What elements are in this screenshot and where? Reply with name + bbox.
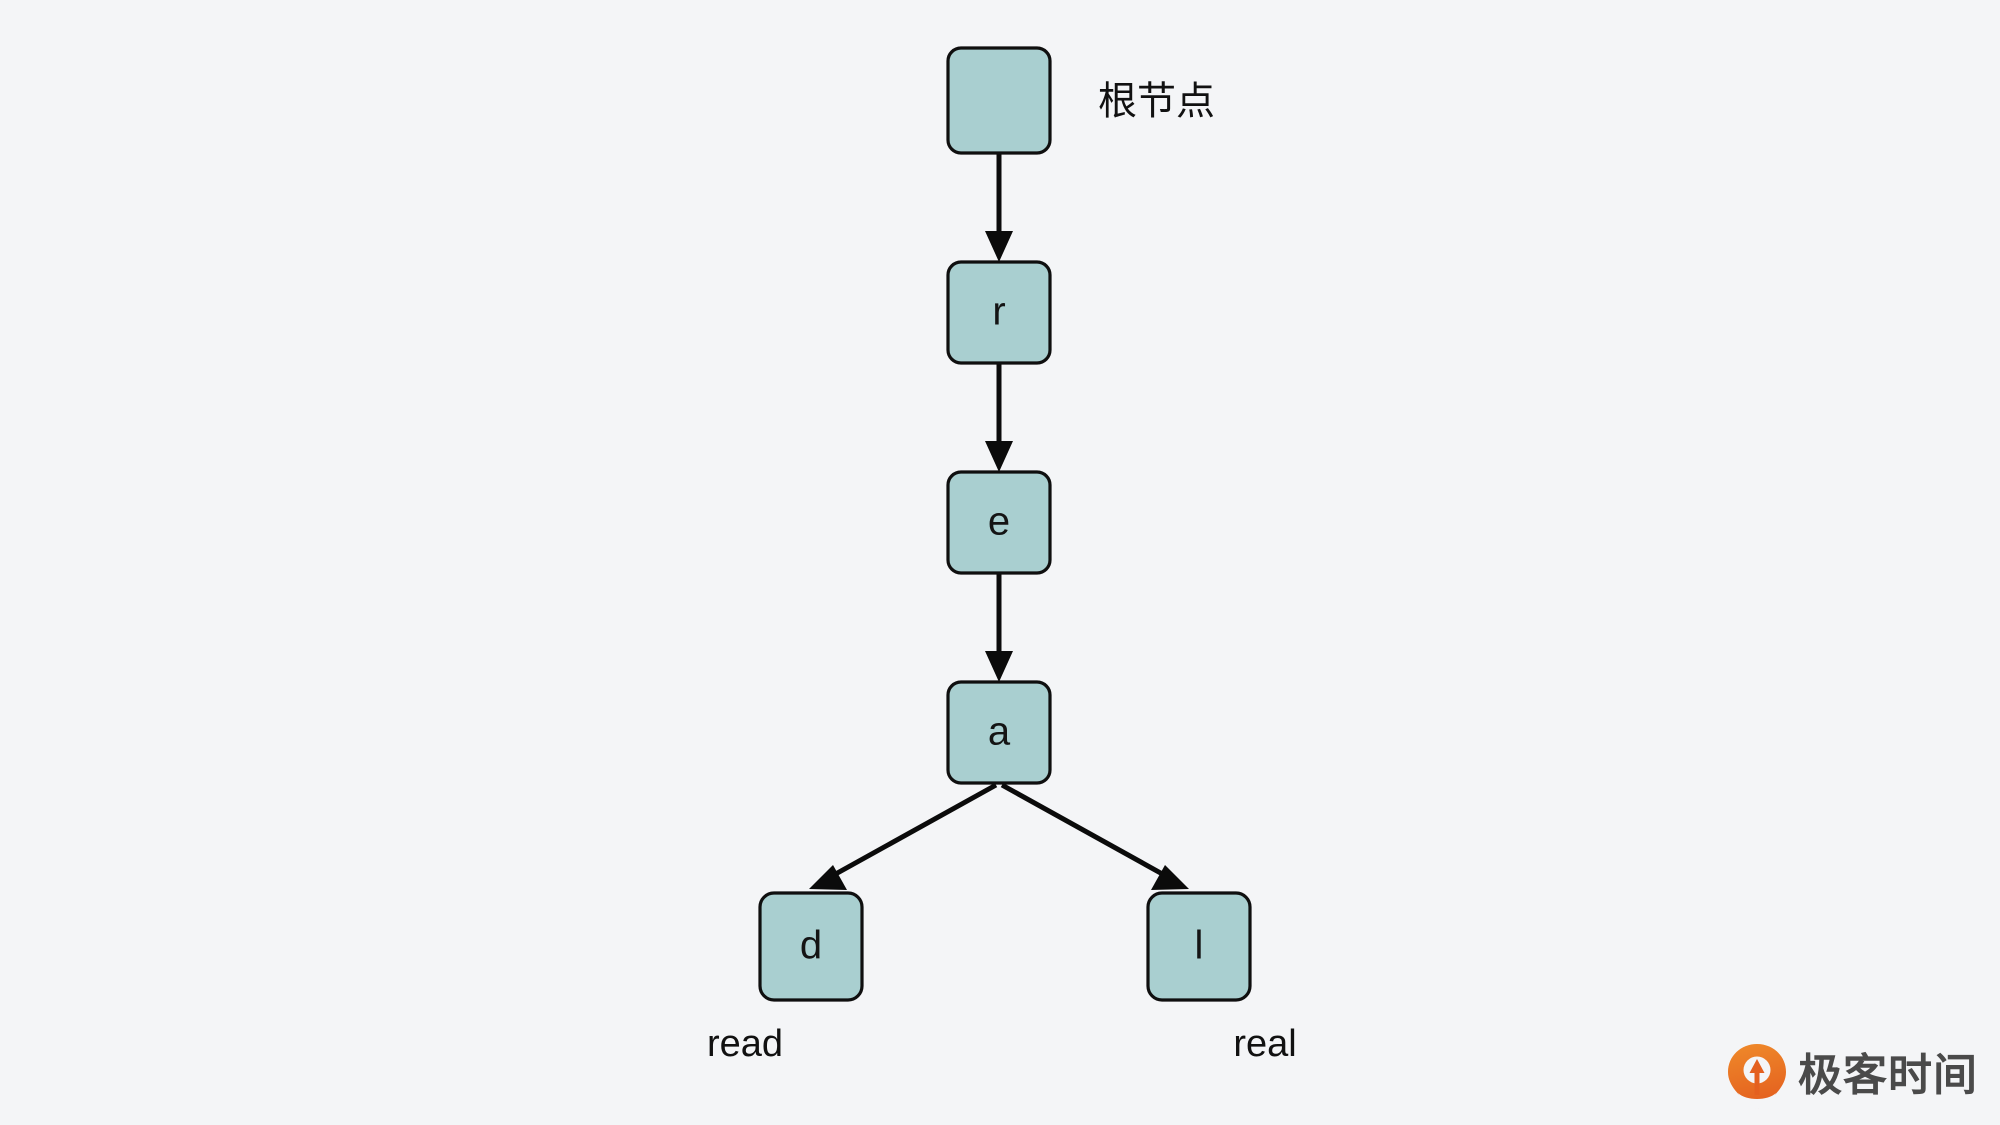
trie-node-d[interactable]: d [758,891,864,1002]
watermark: 极客时间 [1726,1043,1978,1109]
trie-node-r[interactable]: r [946,260,1052,365]
geektime-logo-icon [1728,1044,1786,1109]
edge-a-to-d [809,782,998,890]
root-node-annotation: 根节点 [1098,80,1215,125]
trie-node-l-label: l [1195,924,1204,968]
trie-node-e-box[interactable] [946,470,1052,575]
trie-node-d-box[interactable] [758,891,864,1002]
edge-root-to-r [985,153,1013,262]
edge-e-to-a [985,573,1013,682]
trie-node-e-label: e [988,500,1010,544]
word-label-read: read [707,1023,783,1065]
trie-node-a-label: a [988,710,1011,754]
trie-node-root[interactable] [946,46,1052,155]
edge-r-to-e [985,363,1013,472]
trie-node-a[interactable]: a [946,680,1052,785]
trie-node-l-box[interactable] [1146,891,1252,1002]
trie-node-e[interactable]: e [946,470,1052,575]
trie-node-a-box[interactable] [946,680,1052,785]
watermark-text: 极客时间 [1798,1050,1978,1101]
edge-a-to-l [1000,782,1189,890]
trie-node-r-label: r [992,290,1005,334]
word-label-real: real [1233,1023,1296,1065]
trie-node-l[interactable]: l [1146,891,1252,1002]
trie-node-r-box[interactable] [946,260,1052,365]
trie-node-root-box[interactable] [946,46,1052,155]
trie-node-d-label: d [800,924,822,968]
